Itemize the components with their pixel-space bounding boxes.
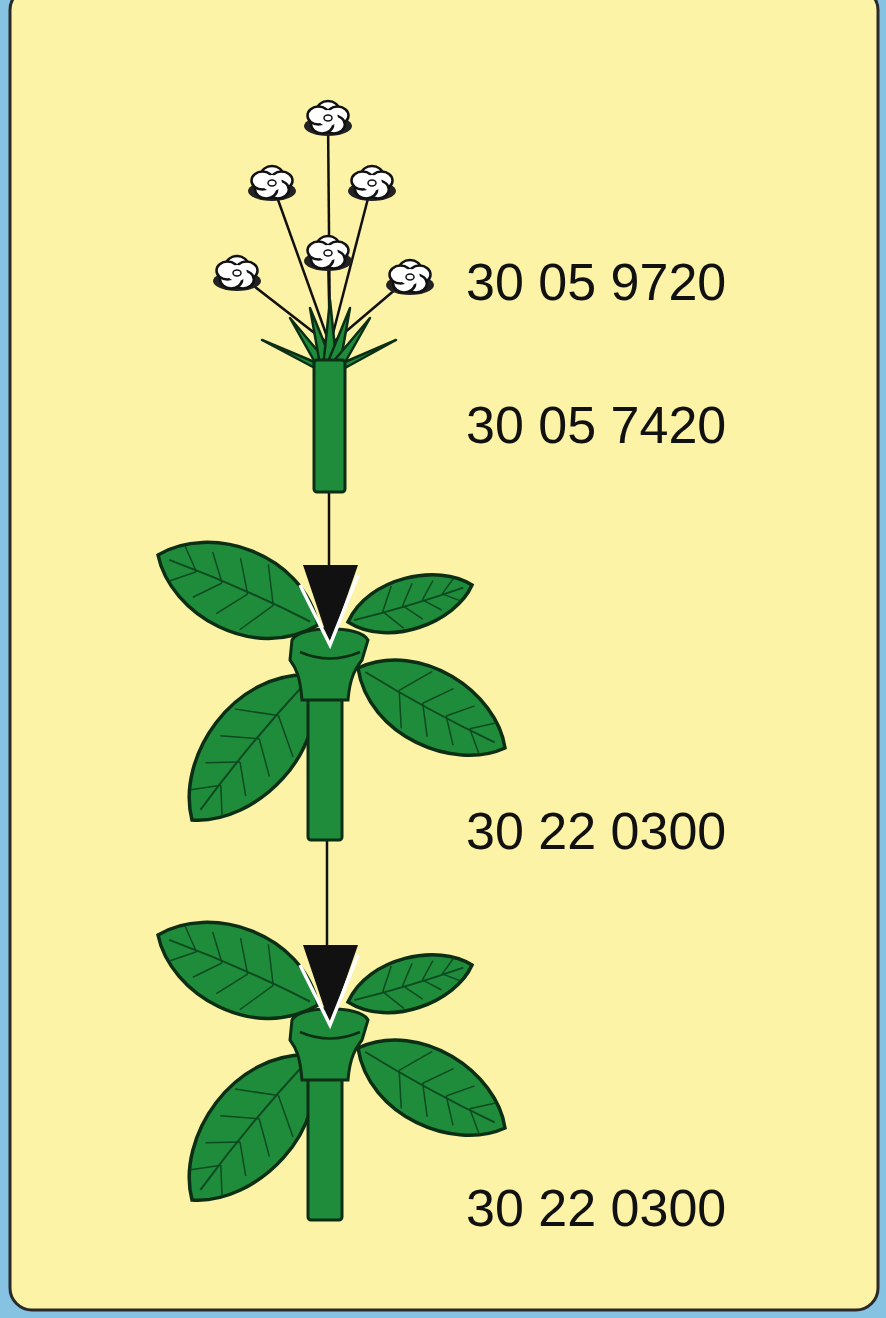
part-number: 30 22 0300 [466,805,726,857]
leaf [340,635,523,781]
flower [248,166,296,201]
flower-cluster [213,101,434,492]
leaf-stem-part [141,517,523,848]
flower [213,256,261,291]
panel-background [10,0,878,1310]
flower [386,260,434,295]
flower [304,236,352,271]
leaf [340,1015,523,1161]
flower [348,166,396,201]
flower [304,101,352,136]
part-number: 30 05 7420 [466,399,726,451]
plant-drawing [141,101,523,1228]
part-number: 30 05 9720 [466,256,726,308]
leaf-stem-part [141,897,523,1228]
part-number: 30 22 0300 [466,1182,726,1234]
